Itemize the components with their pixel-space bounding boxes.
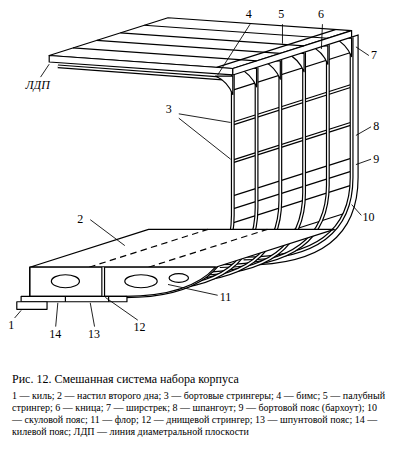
caption-legend-note: 1 — киль; 2 — настил второго дна; 3 — бо… [12, 390, 388, 438]
deck [49, 18, 351, 75]
floor [30, 267, 216, 296]
callout-number: 6 [318, 8, 324, 21]
callout-number: 3 [166, 103, 172, 116]
callout-number: 13 [88, 328, 100, 341]
callout-number: 2 [77, 213, 83, 226]
keel [17, 302, 47, 310]
callout-number: 5 [278, 8, 284, 21]
callout-number: 14 [49, 328, 61, 341]
callout-number: 9 [373, 153, 379, 166]
bottom-plating [17, 296, 127, 309]
callout-number: 11 [220, 291, 232, 304]
callout-number: 4 [246, 8, 252, 21]
callout-number: 12 [133, 321, 145, 334]
figure-caption: Рис. 12. Смешанная система набора корпус… [12, 372, 388, 386]
callout-number: ЛДП [25, 79, 49, 92]
side-belt [233, 158, 352, 209]
side-stringers [233, 86, 352, 162]
leader-lines [15, 24, 371, 326]
callout-number: 10 [362, 211, 374, 224]
inner-bottom [30, 229, 335, 267]
callout-number: 8 [373, 120, 379, 133]
callout-number: 7 [371, 49, 377, 62]
callout-number: 1 [8, 319, 14, 332]
